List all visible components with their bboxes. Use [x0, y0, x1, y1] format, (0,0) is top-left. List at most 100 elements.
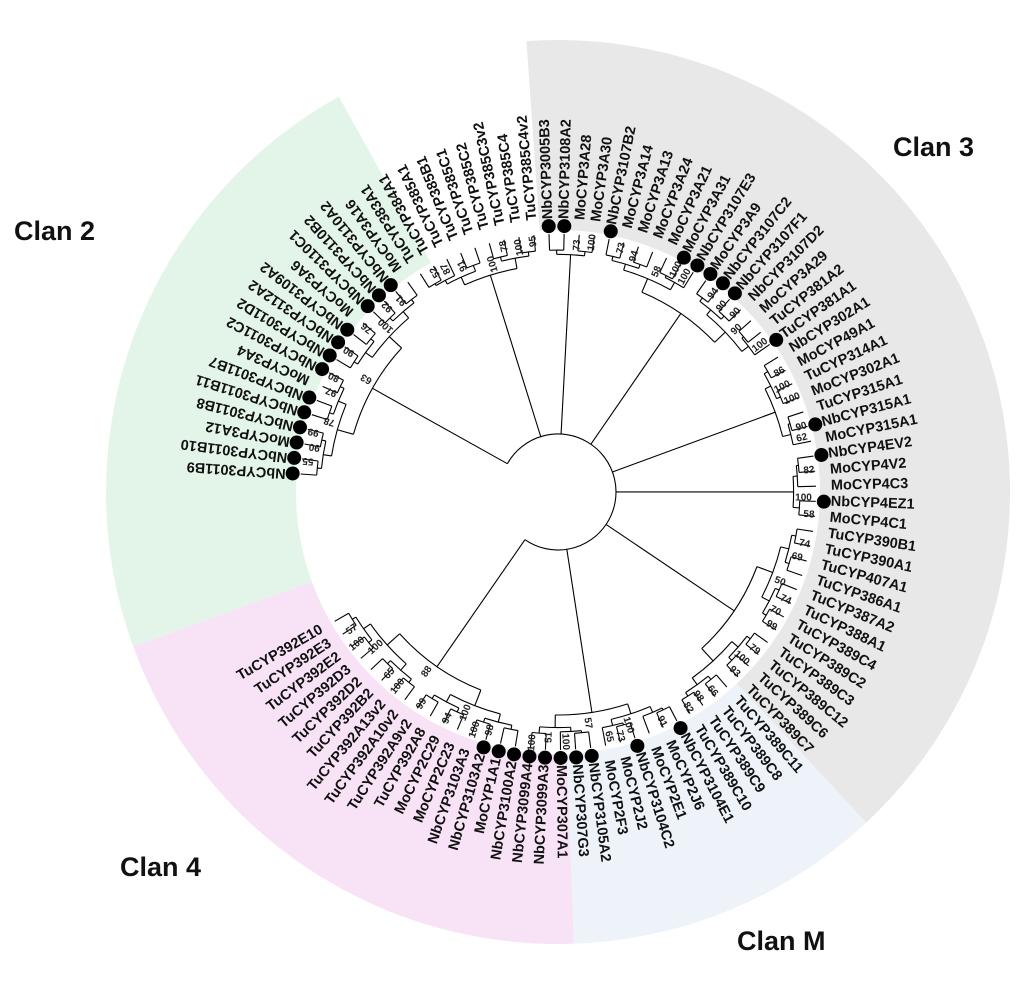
bootstrap-value: 88	[419, 664, 435, 680]
branch-radial	[474, 247, 481, 264]
clan-m-label: Clan M	[737, 926, 826, 956]
branch-radial	[769, 608, 785, 618]
branch-radial	[336, 359, 351, 369]
bootstrap-value: 55	[302, 455, 315, 467]
branch-radial	[431, 694, 435, 699]
branch-radial	[691, 677, 698, 686]
leaf-label: NbCYP307G3	[569, 764, 591, 858]
leaf-marker-dot	[360, 299, 375, 314]
branch-radial	[443, 708, 452, 724]
leaf-marker-dot	[297, 405, 312, 420]
branch-radial	[302, 458, 319, 462]
branch-radial	[432, 265, 442, 281]
branch-radial	[416, 694, 427, 709]
leaf-marker-dot	[287, 450, 302, 465]
bootstrap-value: 100	[526, 733, 538, 751]
bootstrap-value: 50	[773, 575, 788, 589]
branch-radial	[370, 338, 375, 342]
branch-radial	[799, 470, 816, 473]
leaf-label: MoCYP4V2	[829, 456, 907, 478]
leaf-marker-dot	[491, 744, 506, 759]
branch-arc	[763, 365, 772, 379]
branch-radial	[338, 400, 347, 405]
branch-radial	[407, 281, 418, 296]
branch-radial	[707, 675, 712, 680]
branch-arc	[616, 722, 631, 728]
branch-radial	[754, 344, 770, 356]
branch-radial	[610, 719, 614, 726]
branch-radial	[669, 282, 676, 291]
bootstrap-value: 63	[359, 371, 374, 386]
branch-radial	[402, 311, 410, 319]
bootstrap-value: 95	[527, 235, 539, 248]
branch-radial	[706, 309, 712, 316]
branch-radial	[799, 500, 816, 502]
leaf-marker-dot	[727, 286, 742, 301]
branch-arc	[611, 706, 651, 720]
branch-radial	[429, 701, 439, 717]
leaf-marker-dot	[603, 224, 618, 239]
branch-radial	[419, 273, 430, 288]
branch-arc	[316, 460, 319, 476]
branch-arc	[446, 270, 476, 285]
branch-arc	[696, 293, 709, 303]
branch-arc	[718, 310, 730, 322]
branch-radial	[794, 542, 811, 547]
leaf-marker-dot	[630, 738, 645, 753]
branch-radial	[353, 361, 358, 365]
bootstrap-value: 70	[768, 604, 783, 619]
branch-radial	[718, 298, 730, 312]
leaf-label: MoCYP4C1	[829, 510, 908, 533]
bootstrap-value: 65	[602, 730, 615, 744]
branch-radial	[353, 334, 367, 345]
bootstrap-value: 58	[803, 509, 815, 521]
branch-radial	[780, 546, 789, 550]
branch-radial	[434, 283, 437, 286]
bootstrap-value: 58	[650, 264, 665, 279]
branch-radial	[771, 369, 786, 379]
branch-radial	[762, 612, 767, 616]
branch-radial	[782, 397, 799, 405]
branch-radial	[321, 439, 326, 442]
branch-radial	[736, 654, 749, 667]
branch-radial	[671, 264, 681, 280]
branch-arc	[503, 727, 519, 732]
branch-radial	[763, 356, 779, 367]
branch-radial	[661, 707, 664, 711]
leaf-marker-dot	[302, 390, 317, 405]
branch-radial	[573, 733, 577, 750]
branch-arc	[699, 300, 722, 320]
bootstrap-value: 91	[393, 292, 409, 308]
branch-radial	[775, 587, 780, 591]
leaf-marker-dot	[808, 417, 823, 432]
branch-radial	[456, 707, 460, 713]
bootstrap-value: 90	[728, 305, 744, 321]
branch-radial	[386, 633, 401, 646]
branch-radial	[791, 534, 796, 537]
branch-radial	[776, 396, 781, 400]
bootstrap-value: 90	[714, 298, 730, 314]
bootstrap-value: 100	[458, 703, 474, 723]
leaf-marker-dot	[769, 332, 784, 347]
branch-arc	[450, 708, 464, 716]
bootstrap-value: 100	[620, 716, 636, 736]
branch-radial	[472, 265, 477, 272]
branch-radial	[510, 725, 513, 730]
leaf-marker-dot	[383, 278, 398, 293]
branch-radial	[446, 258, 456, 276]
leaf-label: MoCYP307A1	[553, 765, 570, 859]
branch-radial	[741, 345, 749, 352]
branch-arc	[476, 719, 491, 725]
leaf-marker-dot	[476, 740, 491, 755]
branch-radial	[485, 724, 491, 740]
branch-radial	[699, 297, 703, 302]
bootstrap-value: 78	[497, 239, 510, 253]
bootstrap-value: 90	[308, 441, 321, 454]
branch-radial	[488, 243, 495, 259]
bootstrap-value: 86	[772, 364, 788, 379]
branch-radial	[527, 251, 530, 257]
branch-radial	[738, 320, 752, 332]
branch-radial	[605, 523, 735, 612]
clan-4-label: Clan 4	[120, 852, 201, 882]
